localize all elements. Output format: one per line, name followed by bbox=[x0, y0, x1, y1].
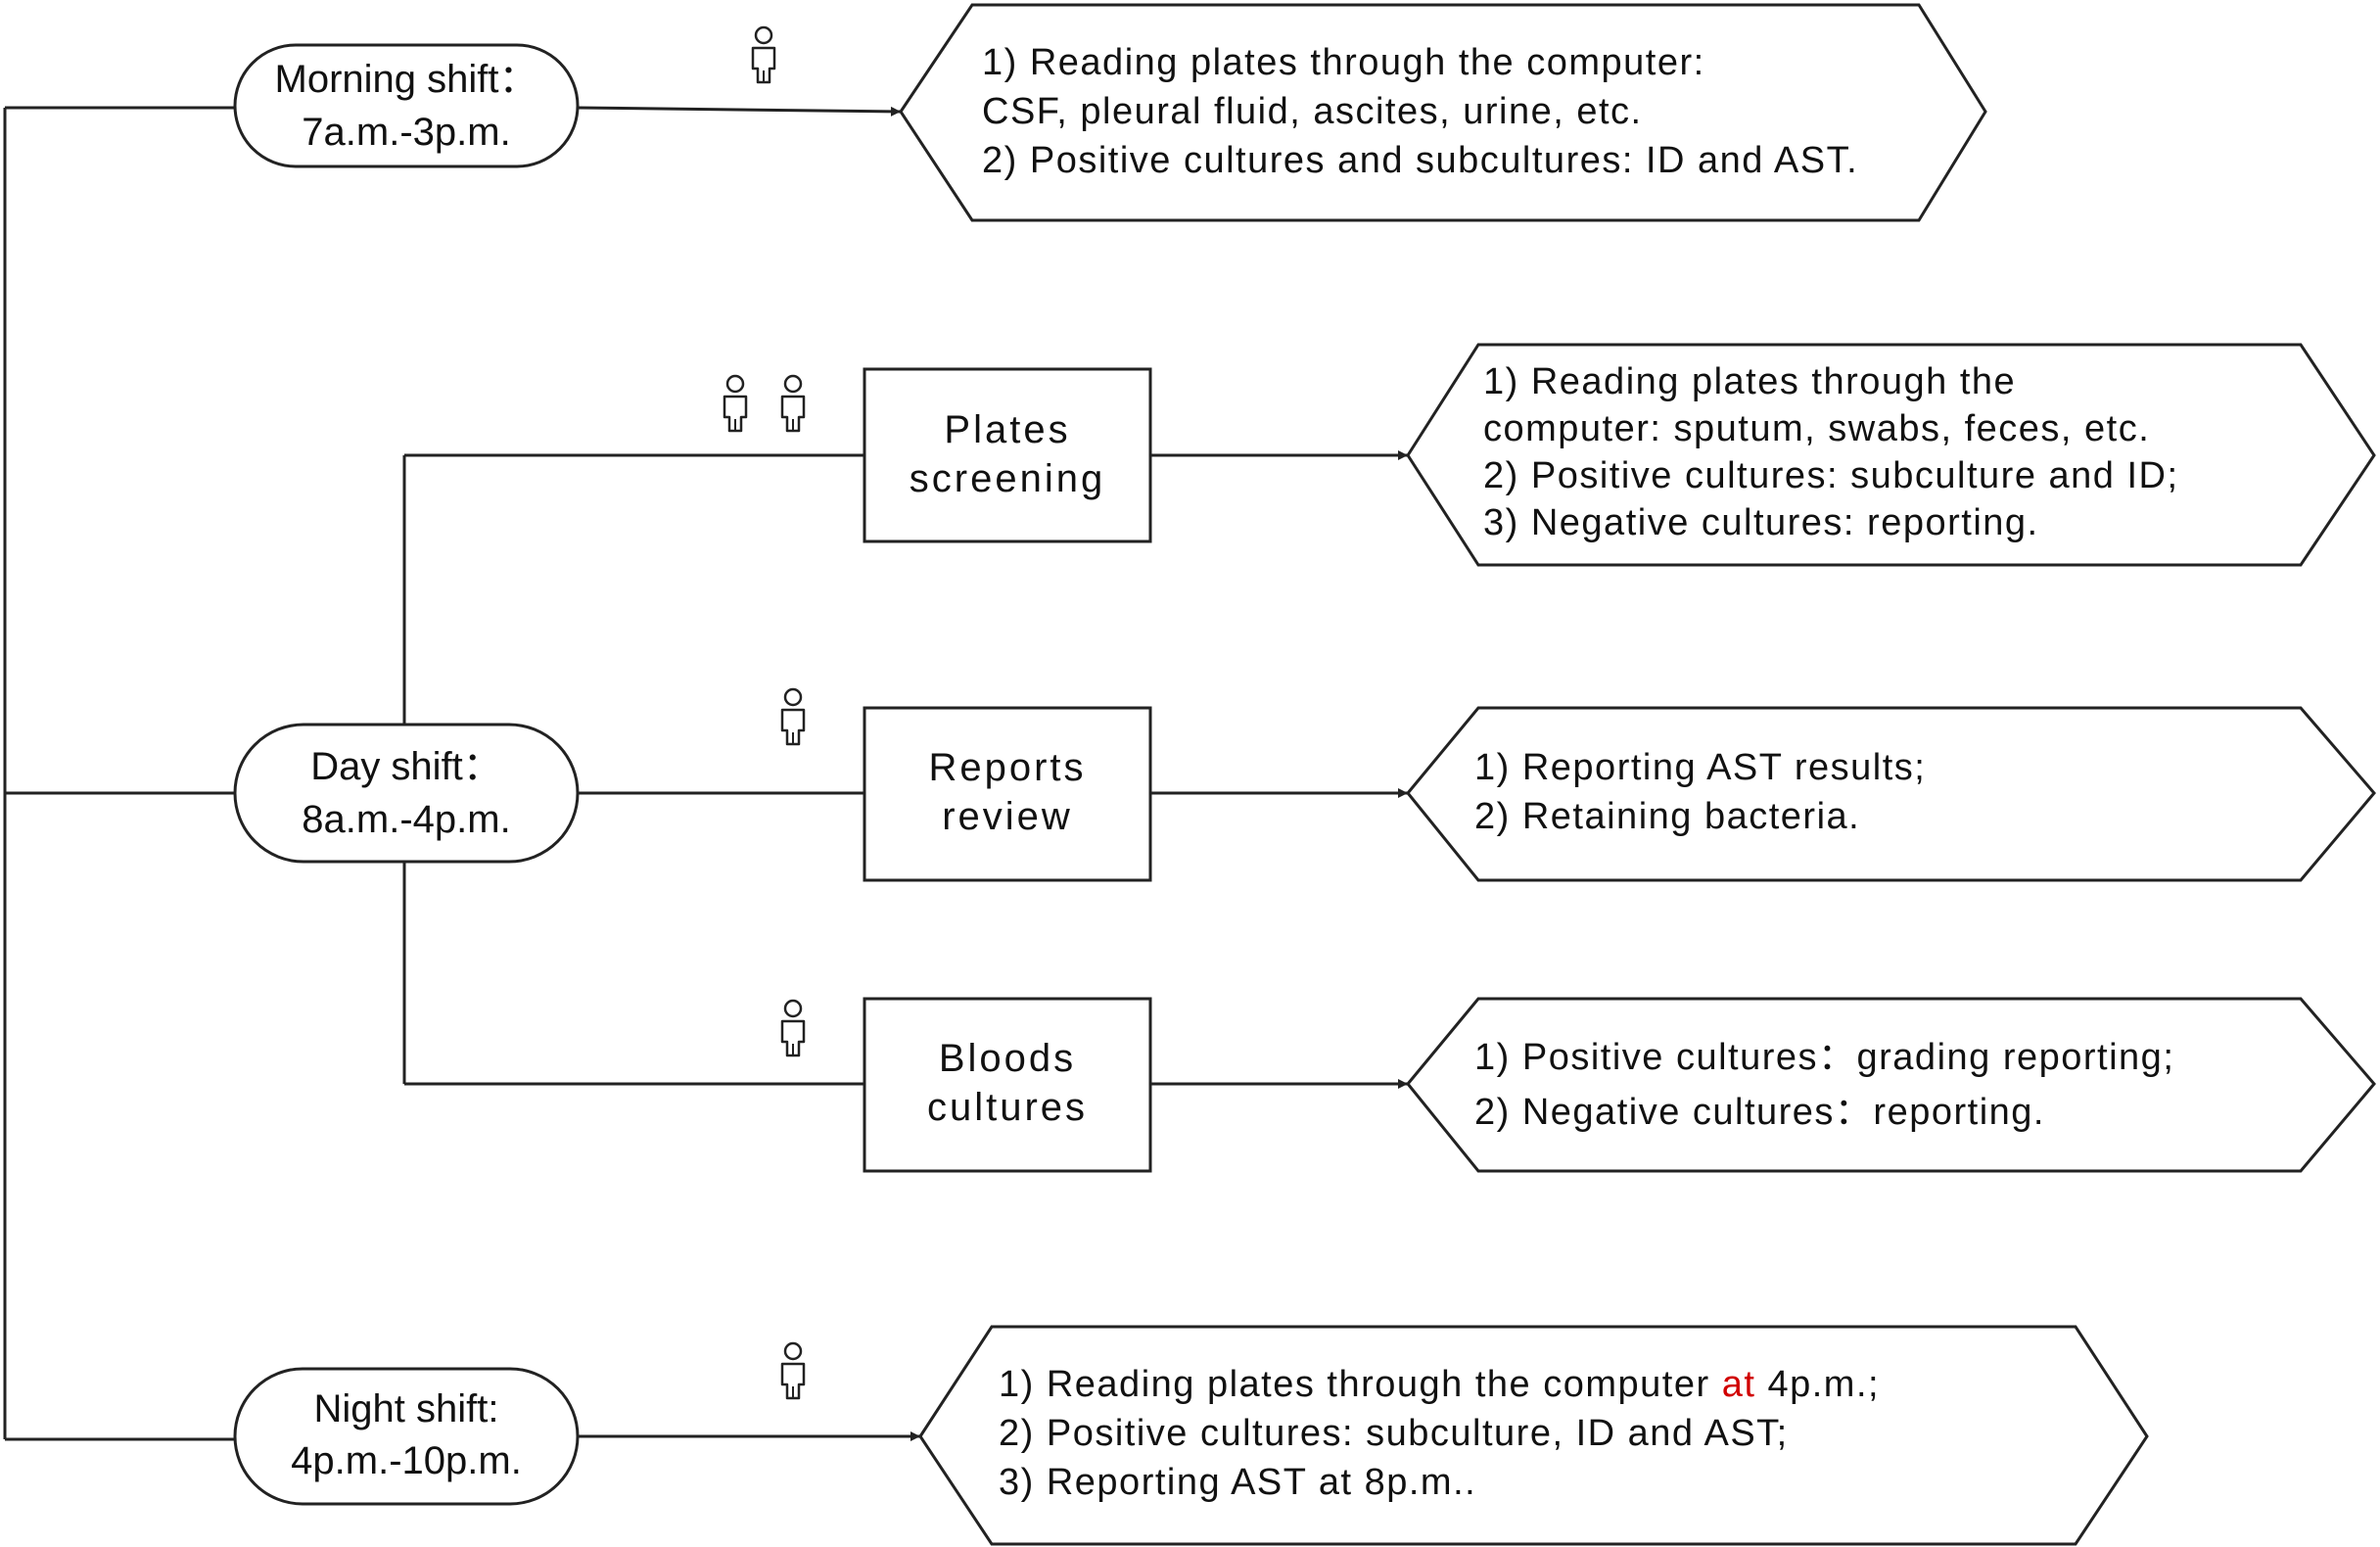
tasks-night: 1) Reading plates through the computer a… bbox=[918, 1325, 2149, 1546]
tasks-plates-hexagon bbox=[1406, 343, 2376, 567]
box-plates-screening-rect bbox=[863, 367, 1152, 543]
tasks-plates-line-4: 3) Negative cultures: reporting. bbox=[1483, 502, 2039, 543]
box-bloods-cultures: Bloods cultures bbox=[863, 997, 1152, 1173]
shift-morning: Morning shift： 7a.m.-3p.m. bbox=[233, 43, 580, 168]
tasks-night-line-2: 2) Positive cultures: subculture, ID and… bbox=[999, 1413, 1789, 1454]
box-reports-review-rect bbox=[863, 706, 1152, 882]
shift-night-title: Night shift: bbox=[314, 1387, 499, 1430]
person-icon bbox=[751, 25, 776, 84]
box-bloods-cultures-line2: cultures bbox=[927, 1086, 1088, 1129]
box-reports-review-line2: review bbox=[942, 795, 1073, 838]
morning-arrow bbox=[577, 106, 902, 117]
tasks-morning: 1) Reading plates through the computer: … bbox=[899, 3, 1987, 222]
shift-day-hours: 8a.m.-4p.m. bbox=[302, 798, 510, 841]
person-icon bbox=[780, 999, 806, 1057]
person-icon bbox=[780, 1341, 806, 1400]
shift-night-hours: 4p.m.-10p.m. bbox=[291, 1439, 522, 1482]
tasks-morning-line-1: 1) Reading plates through the computer: bbox=[982, 42, 1705, 83]
shift-morning-pill bbox=[233, 43, 580, 168]
box-reports-review-line1: Reports bbox=[928, 746, 1086, 789]
shift-morning-hours: 7a.m.-3p.m. bbox=[302, 111, 510, 154]
box-plates-screening-line1: Plates bbox=[944, 408, 1070, 451]
tasks-night-line-1-end: 4p.m.; bbox=[1755, 1364, 1880, 1405]
box-bloods-cultures-line1: Bloods bbox=[939, 1037, 1076, 1080]
person-icon bbox=[780, 687, 806, 746]
shift-night: Night shift: 4p.m.-10p.m. bbox=[233, 1367, 580, 1506]
tasks-reports-line-2: 2) Retaining bacteria. bbox=[1474, 796, 1860, 837]
tasks-morning-line-3: 2) Positive cultures and subcultures: ID… bbox=[982, 140, 1858, 181]
tasks-night-line-3: 3) Reporting AST at 8p.m.. bbox=[999, 1462, 1476, 1503]
tasks-reports-review: 1) Reporting AST results; 2) Retaining b… bbox=[1406, 706, 2376, 882]
box-plates-screening-line2: screening bbox=[910, 457, 1105, 500]
shift-night-pill bbox=[233, 1367, 580, 1506]
tasks-night-hexagon bbox=[918, 1325, 2149, 1546]
tasks-bloods-cultures: 1) Positive cultures：grading reporting; … bbox=[1406, 997, 2376, 1173]
tasks-night-line-1-highlight: at bbox=[1722, 1364, 1756, 1405]
tasks-bloods-line-2: 2) Negative cultures：reporting. bbox=[1474, 1092, 2045, 1133]
tasks-plates-screening: 1) Reading plates through the computer: … bbox=[1406, 343, 2376, 567]
tasks-bloods-line-1: 1) Positive cultures：grading reporting; bbox=[1474, 1037, 2174, 1078]
tasks-morning-line-2: CSF, pleural fluid, ascites, urine, etc. bbox=[982, 91, 1643, 132]
box-reports-review: Reports review bbox=[863, 706, 1152, 882]
tasks-morning-hexagon bbox=[899, 3, 1987, 222]
tasks-reports-hexagon bbox=[1406, 706, 2376, 882]
tasks-plates-line-3: 2) Positive cultures: subculture and ID; bbox=[1483, 455, 2179, 496]
shift-day-title: Day shift： bbox=[310, 745, 502, 788]
connector-lines bbox=[3, 106, 1408, 1441]
tasks-plates-line-1: 1) Reading plates through the bbox=[1483, 361, 2016, 402]
tasks-plates-line-2: computer: sputum, swabs, feces, etc. bbox=[1483, 408, 2150, 449]
shift-morning-title: Morning shift： bbox=[275, 58, 538, 101]
tasks-night-line-1-start: 1) Reading plates through the computer bbox=[999, 1364, 1722, 1405]
box-plates-screening: Plates screening bbox=[863, 367, 1152, 543]
tasks-bloods-hexagon bbox=[1406, 997, 2376, 1173]
box-bloods-cultures-rect bbox=[863, 997, 1152, 1173]
person-icon bbox=[780, 374, 806, 433]
shift-day-pill bbox=[233, 723, 580, 864]
staff-icons bbox=[723, 25, 806, 1400]
shift-day: Day shift： 8a.m.-4p.m. bbox=[233, 723, 580, 864]
tasks-night-line-1: 1) Reading plates through the computer a… bbox=[999, 1364, 1880, 1405]
person-icon bbox=[723, 374, 748, 433]
tasks-reports-line-1: 1) Reporting AST results; bbox=[1474, 747, 1926, 788]
